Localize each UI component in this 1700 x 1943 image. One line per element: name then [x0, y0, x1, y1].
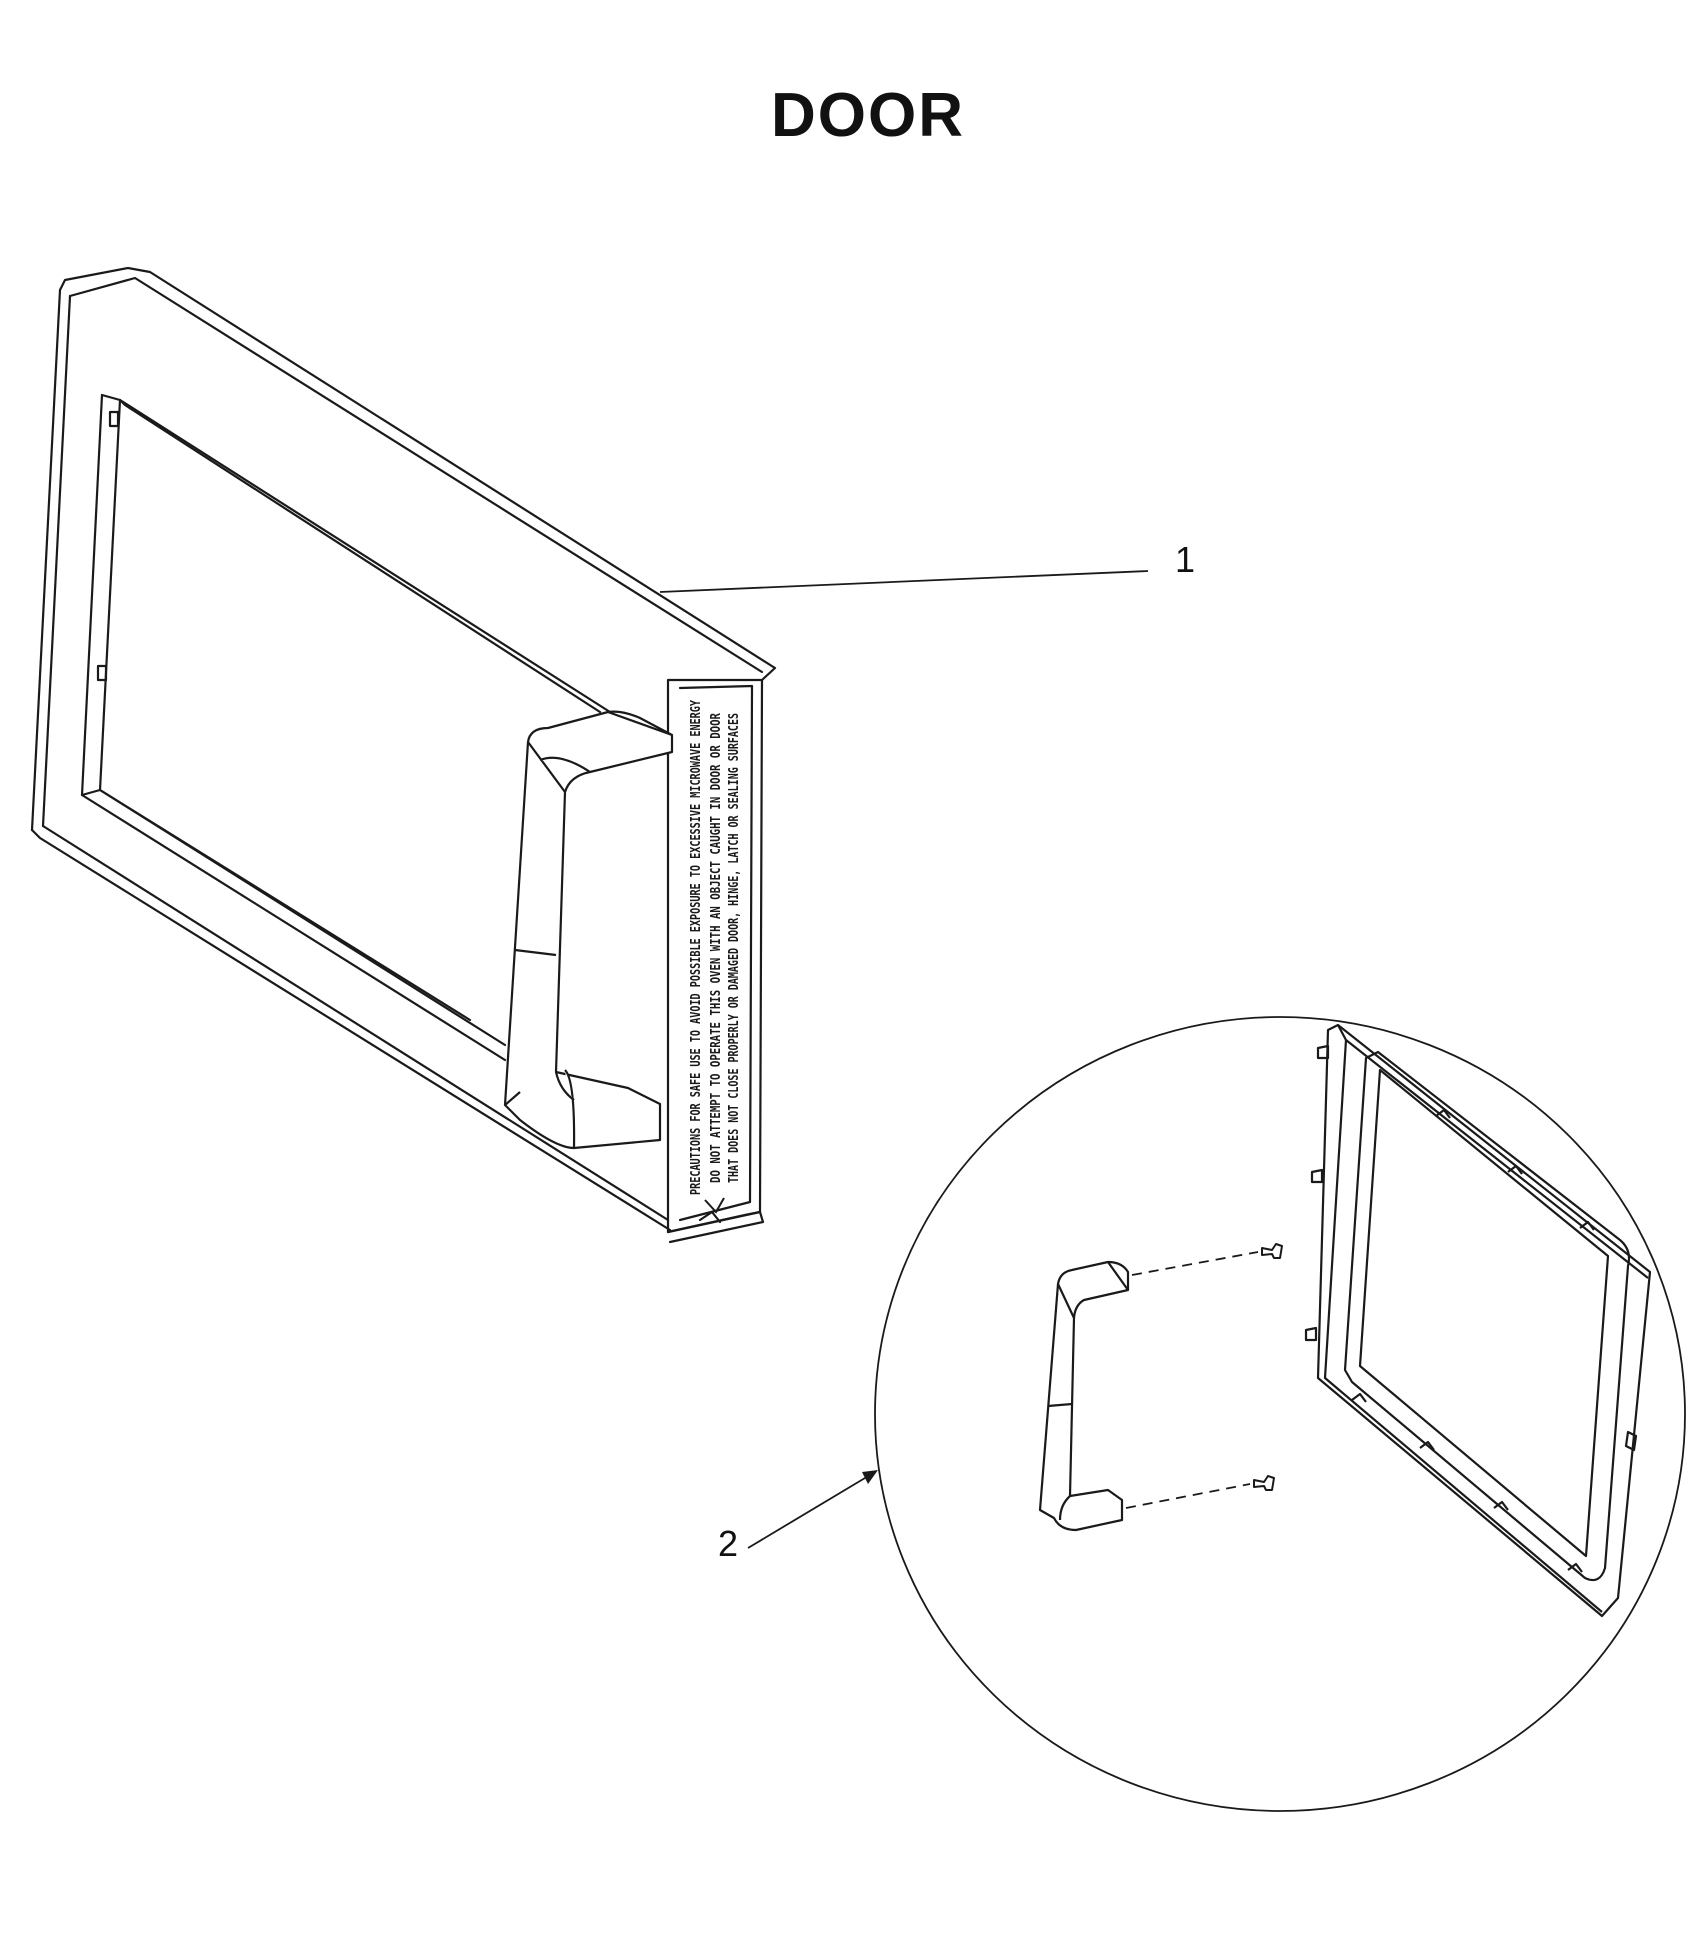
- callout-2-arrowhead-icon: [862, 1470, 878, 1484]
- label-arrow-icon: [704, 1197, 725, 1214]
- warning-label-line-3: THAT DOES NOT CLOSE PROPERLY OR DAMAGED …: [726, 713, 742, 1183]
- callout-1-leader: [659, 570, 1149, 593]
- detail-guide-lines: [1125, 1251, 1259, 1509]
- callout-2-number: 2: [718, 1523, 738, 1564]
- detail-circle: [874, 1016, 1686, 1812]
- callout-2-leader: [747, 1474, 871, 1549]
- screw-icon: [1253, 1475, 1275, 1491]
- door-assembly: [30, 266, 777, 1244]
- warning-label-line-2: DO NOT ATTEMPT TO OPERATE THIS OVEN WITH…: [708, 712, 724, 1183]
- warning-label-line-1: PRECAUTIONS FOR SAFE USE TO AVOID POSSIB…: [688, 699, 704, 1195]
- screw-icon: [1261, 1243, 1283, 1259]
- callout-1-number: 1: [1175, 539, 1195, 580]
- page-title: DOOR: [771, 81, 965, 150]
- warning-label: PRECAUTIONS FOR SAFE USE TO AVOID POSSIB…: [688, 699, 742, 1195]
- detail-screws: [1253, 1243, 1283, 1491]
- detail-door-frame: [1304, 1023, 1652, 1618]
- door-handle: [503, 710, 674, 1150]
- detail-handle: [1038, 1260, 1130, 1532]
